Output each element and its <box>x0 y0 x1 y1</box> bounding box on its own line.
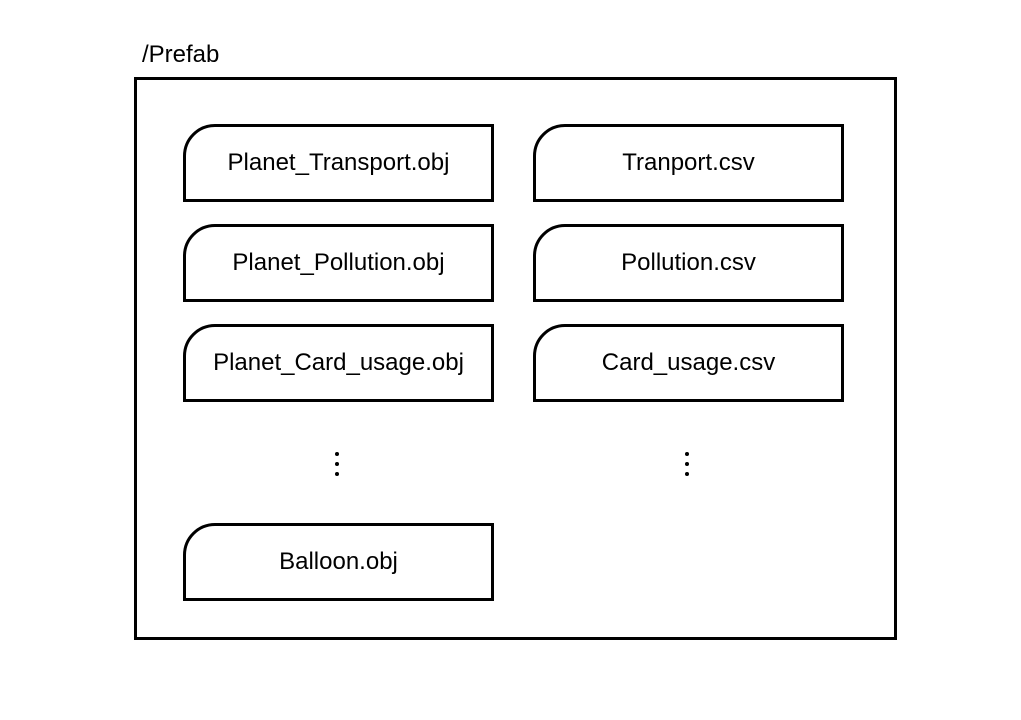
file-pollution-csv[interactable]: Pollution.csv <box>533 224 844 302</box>
file-transport-csv[interactable]: Tranport.csv <box>533 124 844 202</box>
folder-frame <box>134 77 897 640</box>
file-balloon-obj[interactable]: Balloon.obj <box>183 523 494 601</box>
file-planet-transport-obj[interactable]: Planet_Transport.obj <box>183 124 494 202</box>
file-card-usage-csv[interactable]: Card_usage.csv <box>533 324 844 402</box>
file-planet-pollution-obj[interactable]: Planet_Pollution.obj <box>183 224 494 302</box>
right-more-files-ellipsis <box>684 452 690 476</box>
folder-path-label: /Prefab <box>142 41 220 68</box>
left-more-files-ellipsis <box>334 452 340 476</box>
file-planet-card-usage-obj[interactable]: Planet_Card_usage.obj <box>183 324 494 402</box>
